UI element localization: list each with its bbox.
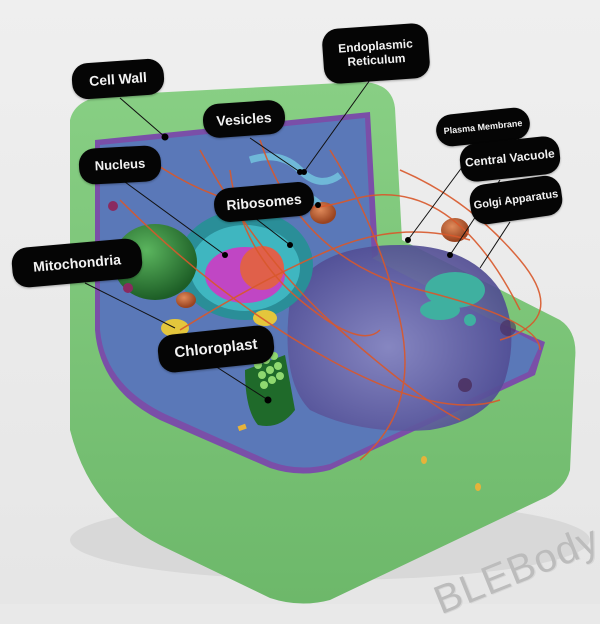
label-endoplasmic-reticulum[interactable]: Endoplasmic Reticulum [321,22,431,85]
label-nucleus[interactable]: Nucleus [78,144,162,186]
vesicle [441,218,469,242]
label-cell-wall[interactable]: Cell Wall [70,57,166,101]
label-er-line2: Reticulum [346,50,406,69]
label-mitochondria-text: Mitochondria [32,251,122,275]
chloroplast-shape [245,355,295,426]
label-ribosomes-text: Ribosomes [225,190,303,214]
label-chloroplast-text: Chloroplast [173,336,259,362]
label-nucleus-text: Nucleus [94,155,146,173]
label-vesicles[interactable]: Vesicles [201,99,287,139]
nucleolus-shape [240,246,284,290]
anchor-dots [161,133,453,404]
golgi-apparatus-shape [420,272,485,326]
label-vesicles-text: Vesicles [215,109,273,129]
plant-cell-illustration [70,79,590,604]
label-central-vacuole-text: Central Vacuole [464,146,556,170]
vesicle [176,292,196,308]
label-cell-wall-text: Cell Wall [88,68,148,89]
peroxisome [253,310,277,326]
label-plasma-membrane-text: Plasma Membrane [443,117,523,136]
label-golgi-apparatus-text: Golgi Apparatus [472,187,559,212]
